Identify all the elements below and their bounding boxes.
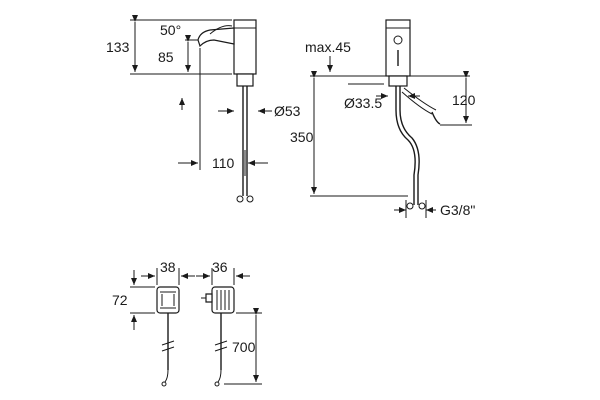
dim-height-total: 133: [106, 39, 130, 55]
dim-angle: 50°: [160, 22, 181, 38]
faucet-side-view: 133 85 50° Ø53 110: [106, 15, 301, 203]
faucet-spout: [197, 27, 235, 48]
dim-height-spout: 85: [158, 49, 174, 65]
dim-cable-length: 700: [232, 339, 256, 355]
dim-width-front: 38: [160, 259, 176, 275]
dim-max-deck: max.45: [305, 39, 351, 55]
dim-height-box: 72: [112, 292, 128, 308]
dim-hole-diameter: Ø33.5: [344, 95, 382, 111]
dim-width-side: 36: [212, 259, 228, 275]
faucet-base: [236, 73, 254, 87]
faucet-front-view: max.45 Ø33.5 120 350 G3/8": [290, 19, 476, 218]
dim-diameter: Ø53: [274, 103, 301, 119]
dim-projection: 110: [212, 155, 235, 171]
sensor-box-side: [211, 286, 235, 314]
faucet-front-base: [388, 75, 408, 87]
dim-total-length: 350: [290, 129, 314, 145]
dim-connection: G3/8": [440, 202, 475, 218]
dim-hose-height: 120: [452, 92, 476, 108]
sensor-box-front: [156, 286, 180, 314]
sensor-boxes: 38 36 72 700: [112, 259, 262, 387]
sensor-eye-icon: [393, 35, 403, 45]
